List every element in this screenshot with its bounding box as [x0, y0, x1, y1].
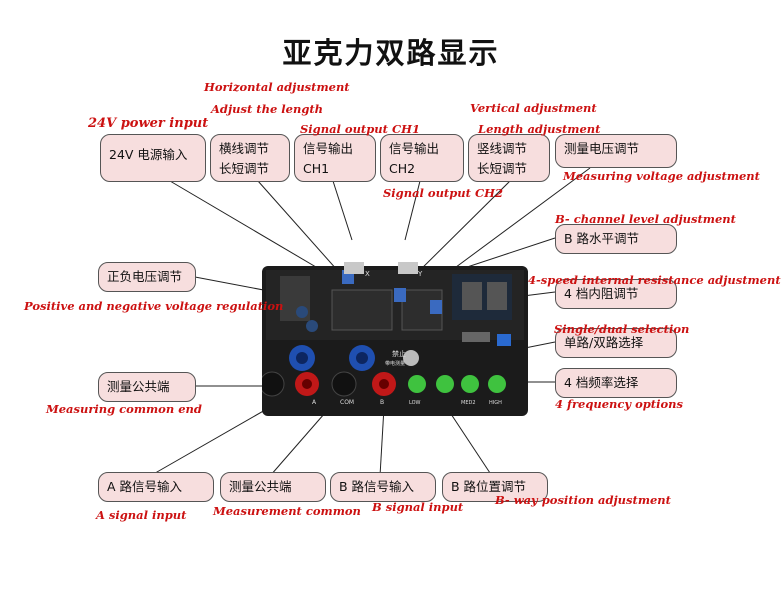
- freq-button[interactable]: [497, 334, 511, 346]
- callout-horizontal-adjust: 横线调节 长短调节: [210, 134, 290, 182]
- note-vertical-adjustment: Vertical adjustment: [470, 101, 597, 115]
- callout-internal-resistance: 4 档内阻调节: [555, 279, 677, 309]
- bnc-ch1[interactable]: [344, 262, 364, 274]
- note-length-adjustment: Length adjustment: [478, 122, 601, 136]
- oscilloscope-board: 禁止 带电测量 A COM B X Y LOW MED2 HIGH: [262, 262, 528, 416]
- bnc-ch2[interactable]: [398, 262, 418, 274]
- led-high: [488, 375, 506, 393]
- note-frequency-options: 4 frequency options: [555, 397, 683, 411]
- callout-b-signal-input: B 路信号输入: [330, 472, 436, 502]
- led-mid1: [436, 375, 454, 393]
- note-power-input: 24V power input: [88, 116, 209, 131]
- jack-black-com[interactable]: [331, 371, 357, 397]
- note-signal-output-ch2: Signal output CH2: [383, 186, 503, 200]
- note-single-dual: Single/dual selection: [554, 322, 690, 336]
- b-position-knob[interactable]: [403, 350, 419, 366]
- note-signal-output-ch1: Signal output CH1: [300, 122, 420, 136]
- trimmer-ch2[interactable]: [394, 288, 406, 302]
- callout-b-level: B 路水平调节: [555, 224, 677, 254]
- board-label-low: LOW: [409, 400, 421, 406]
- callout-measure-voltage: 测量电压调节: [555, 134, 677, 168]
- callout-a-signal-input: A 路信号输入: [98, 472, 214, 502]
- board-label-com: COM: [340, 399, 354, 406]
- board-label-disable: 禁止: [392, 349, 406, 358]
- callout-vertical-adjust: 竖线调节 长短调节: [468, 134, 550, 182]
- callout-frequency-select: 4 档频率选择: [555, 368, 677, 398]
- callout-b-position: B 路位置调节: [442, 472, 548, 502]
- note-b-channel-level: B- channel level adjustment: [555, 212, 736, 226]
- note-b-signal-input: B signal input: [372, 500, 464, 514]
- note-adjust-length: Adjust the length: [211, 102, 324, 116]
- mode-switch[interactable]: [462, 332, 490, 342]
- callout-single-dual: 单路/双路选择: [555, 328, 677, 358]
- note-pos-neg-regulation: Positive and negative voltage regulation: [24, 299, 284, 313]
- led-mid2: [461, 375, 479, 393]
- board-label-a: A: [312, 399, 317, 406]
- note-a-signal-input: A signal input: [96, 508, 187, 522]
- board-label-y: Y: [417, 270, 423, 278]
- callout-signal-ch2: 信号输出 CH2: [380, 134, 464, 182]
- callout-measure-common-bottom: 测量公共端: [220, 472, 326, 502]
- note-internal-resistance: 4-speed internal resistance adjustment: [528, 273, 781, 287]
- note-b-way-position: B- way position adjustment: [495, 493, 671, 507]
- board-label-b: B: [380, 399, 384, 406]
- note-measurement-common: Measurement common: [213, 504, 361, 518]
- callout-signal-ch1: 信号输出 CH1: [294, 134, 376, 182]
- board-label-x: X: [365, 270, 370, 278]
- jack-black-left[interactable]: [262, 371, 285, 397]
- note-measuring-common-end: Measuring common end: [46, 402, 202, 416]
- page-title: 亚克力双路显示: [282, 36, 500, 70]
- callout-power-input: 24V 电源输入: [100, 134, 206, 182]
- board-label-high: HIGH: [489, 400, 502, 406]
- note-horizontal-adjustment: Horizontal adjustment: [204, 80, 350, 94]
- board-label-sub: 带电测量: [385, 360, 405, 367]
- callout-pos-neg-voltage: 正负电压调节: [98, 262, 196, 292]
- callout-measure-common-left: 测量公共端: [98, 372, 196, 402]
- board-label-med: MED2: [461, 400, 476, 406]
- led-low: [408, 375, 426, 393]
- note-measuring-voltage: Measuring voltage adjustment: [563, 169, 760, 183]
